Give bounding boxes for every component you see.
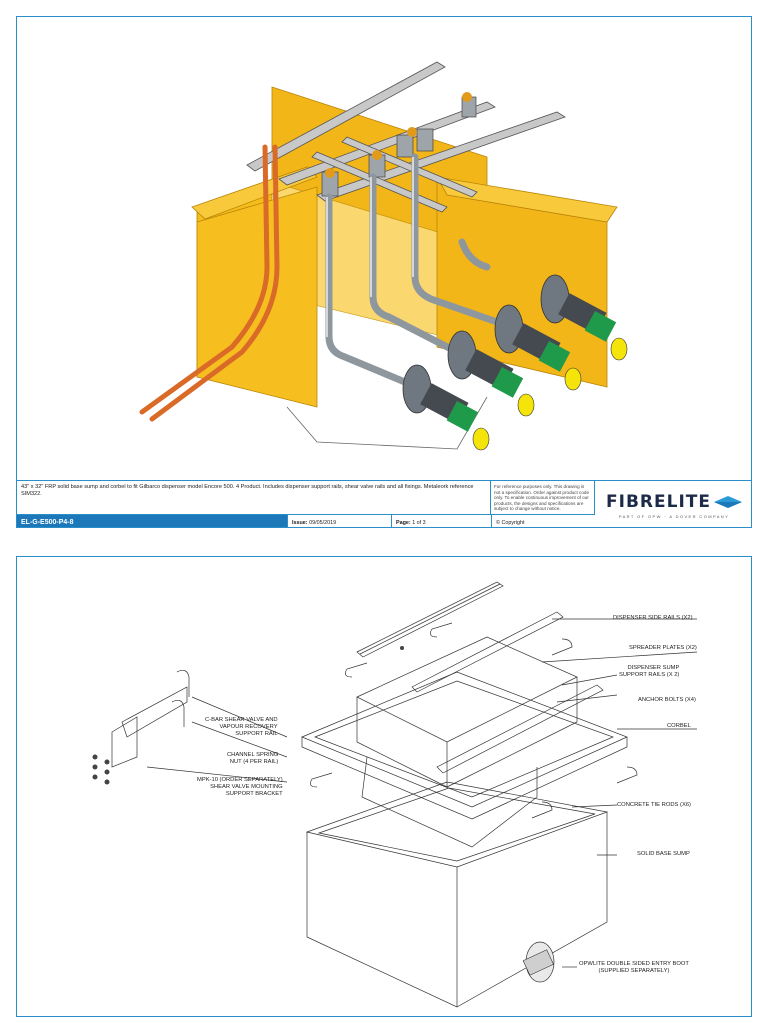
title-block-bottom-row: EL-G-E500-P4-8 Issue: 09/05/2019 Page: 1… [17,514,595,527]
fibrelite-logo: FIBRELITE PART OF OPW · A DOVER COMPANY [595,481,751,527]
callout-opwlite-entry-boot: OPWLITE DOUBLE SIDED ENTRY BOOT (SUPPLIE… [579,961,689,974]
drawing-description: 43" x 32" FRP solid base sump and corbel… [17,481,491,514]
logo-tagline: PART OF OPW · A DOVER COMPANY [618,514,730,519]
callout-spreader-plates: SPREADER PLATES (x2) [629,645,697,651]
entry-boots [402,274,628,451]
callout-mpk-10: MPK-10 (ORDER SEPARATELY) SHEAR VALVE MO… [197,777,283,797]
drawing-sheet-2: DISPENSER SIDE RAILS (x2) SPREADER PLATE… [16,556,752,1017]
callout-channel-spring-nut: CHANNEL SPRING NUT (4 PER RAIL) [227,752,279,765]
copyright: © Copyright [491,515,595,527]
callout-dispenser-sump-support-rails: DISPENSER SUMP SUPPORT RAILS (x 2) [619,665,680,678]
title-block: 43" x 32" FRP solid base sump and corbel… [17,480,751,527]
logo-diamond-icon [713,496,742,508]
callout-solid-base-sump: SOLID BASE SUMP [637,851,690,857]
callout-concrete-tie-rods: CONCRETE TIE RODS (x6) [617,802,691,808]
callout-corbel: CORBEL [667,723,691,729]
sump-3d-render [139,61,628,451]
disclaimer-note: For reference purposes only. This drawin… [491,481,595,514]
drawing-sheet-1: 43" x 32" FRP solid base sump and corbel… [16,16,752,528]
callout-c-bar-shear-valve: C-BAR SHEAR VALVE AND VAPOUR RECOVERY SU… [205,717,278,737]
callout-dispenser-side-rails: DISPENSER SIDE RAILS (x2) [613,615,693,621]
callout-anchor-bolts: ANCHOR BOLTS (x4) [638,697,696,703]
issue-date: Issue: 09/05/2019 [287,515,391,527]
drawing-code: EL-G-E500-P4-8 [17,515,287,527]
logo-wordmark: FIBRELITE [606,492,711,512]
entry-boot-drawing [522,941,555,983]
exploded-view-drawing [92,581,698,1008]
page-number: Page: 1 of 3 [391,515,491,527]
